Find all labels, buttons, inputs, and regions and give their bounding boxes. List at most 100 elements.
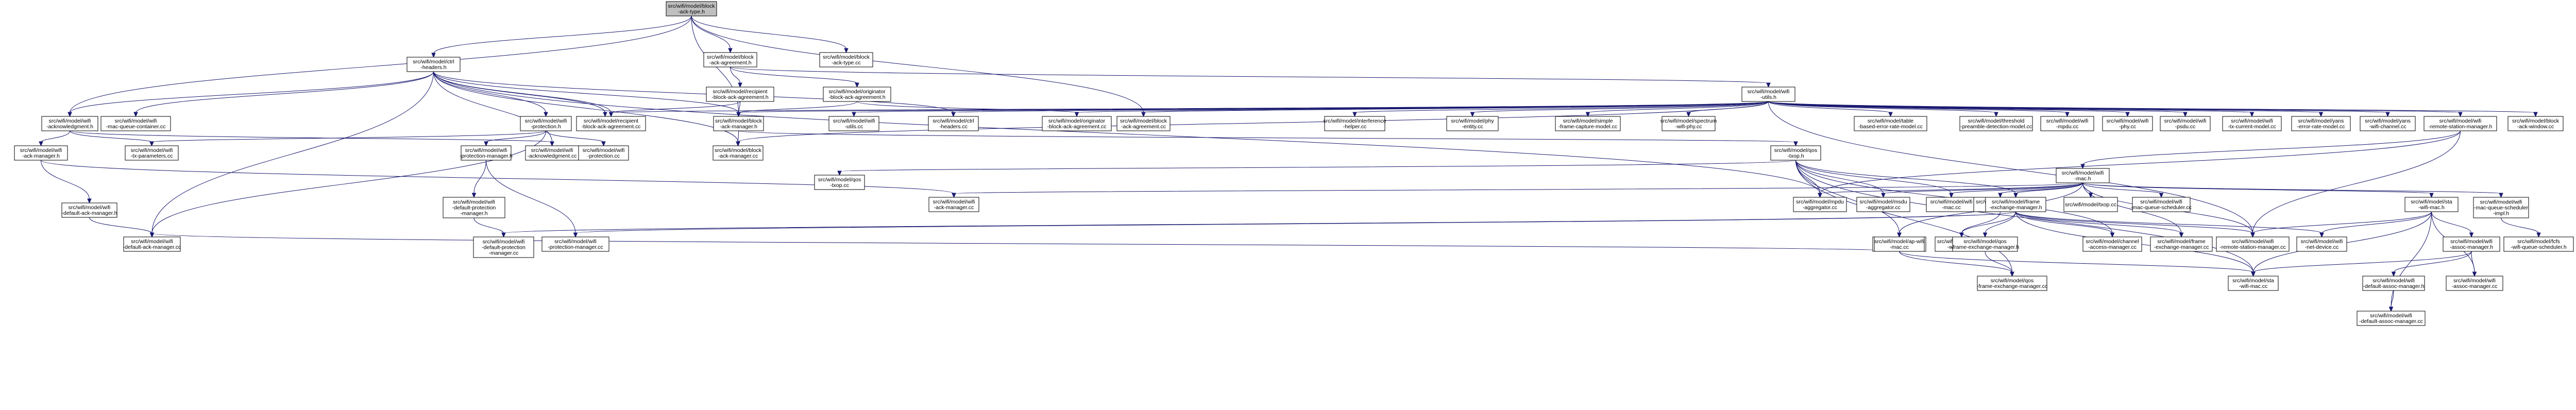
graph-node-src-wifi-model-wifi-net-device-cc[interactable]: src/wifi/model/wifi-net-device.cc (2296, 236, 2347, 252)
graph-node-src-wifi-model-simple-frame-capture-model-cc[interactable]: src/wifi/model/simple-frame-capture-mode… (1555, 116, 1621, 131)
edge-n3-to-n41 (149, 71, 434, 238)
graph-node-src-wifi-model-block-ack-manager-cc[interactable]: src/wifi/model/block-ack-manager.cc (713, 145, 764, 161)
graph-node-src-wifi-model-sta-wifi-mac-h[interactable]: src/wifi/model/sta-wifi-mac.h (2404, 197, 2459, 212)
graph-node-src-wifi-model-wifi-mac-cc[interactable]: src/wifi/model/wifi-mac.cc (1926, 197, 1977, 212)
graph-node-src-wifi-model-interference-helper-cc[interactable]: src/wifi/model/interference-helper.cc (1324, 116, 1386, 131)
edge-n0-to-n2 (691, 15, 849, 54)
graph-node-label-line: src/wifi/model/wifi (131, 147, 173, 153)
graph-node-src-wifi-model-threshold-preamble-detection-model-cc[interactable]: src/wifi/model/threshold-preamble-detect… (1959, 116, 2033, 131)
graph-node-src-wifi-model-table-based-error-rate-model-cc[interactable]: src/wifi/model/table-based-error-rate-mo… (1854, 116, 1927, 131)
graph-node-src-wifi-model-wifi-default-protection-manager-h[interactable]: src/wifi/model/wifi-default-protection-m… (443, 197, 505, 218)
graph-node-label-line: src/wifi/model/wifi (531, 147, 573, 153)
graph-node-src-wifi-model-originator-block-ack-agreement-h[interactable]: src/wifi/model/originator-block-ack-agre… (823, 87, 891, 102)
graph-node-src-wifi-model-wifi-default-protection-manager-cc[interactable]: src/wifi/model/wifi-default-protection-m… (473, 236, 534, 258)
graph-node-src-wifi-model-wifi-protection-manager-cc[interactable]: src/wifi/model/wifi-protection-manager.c… (541, 236, 609, 252)
graph-node-src-wifi-model-spectrum-wifi-phy-cc[interactable]: src/wifi/model/spectrum-wifi-phy.cc (1660, 116, 1717, 131)
graph-node-src-wifi-model-qos-frame-exchange-manager-h[interactable]: src/wifi/model/qos-frame-exchange-manage… (1951, 236, 2020, 252)
graph-node-label-line: -assoc-manager.cc (2452, 283, 2498, 289)
graph-node-src-wifi-model-channel-access-manager-cc[interactable]: src/wifi/model/channel-access-manager.cc (2082, 236, 2142, 252)
graph-node-label-line: src/wifi/model/wifi (2301, 238, 2343, 245)
graph-node-src-wifi-model-mpdu-aggregator-cc[interactable]: src/wifi/model/mpdu-aggregator.cc (1793, 197, 1847, 212)
graph-node-src-wifi-model-wifi-protection-manager-h[interactable]: src/wifi/model/wifi-protection-manager.h (460, 145, 513, 161)
graph-node-label-line: -protection-manager.h (460, 153, 513, 159)
graph-node-src-wifi-model-wifi-protection-cc[interactable]: src/wifi/model/wifi-protection.cc (578, 145, 629, 161)
graph-node-src-wifi-model-wifi-tx-current-model-cc[interactable]: src/wifi/model/wifi-tx-current-model.cc (2222, 116, 2282, 131)
graph-node-label-line: -txop.h (1787, 153, 1804, 159)
graph-node-src-wifi-model-msdu-aggregator-cc[interactable]: src/wifi/model/msdu-aggregator.cc (1856, 197, 1910, 212)
edge-n12-to-n38 (736, 130, 740, 147)
graph-node-src-wifi-model-wifi-ack-manager-h[interactable]: src/wifi/model/wifi-ack-manager.h (14, 145, 68, 161)
graph-node-src-wifi-model-block-ack-manager-h[interactable]: src/wifi/model/block-ack-manager.h (713, 116, 764, 131)
graph-node-src-wifi-model-wifi-mac-queue-scheduler-impl-h[interactable]: src/wifi/model/wifi-mac-queue-scheduler-… (2473, 197, 2529, 218)
graph-node-label-line: -ack-window.cc (2517, 124, 2554, 130)
graph-node-src-wifi-model-block-ack-type-h[interactable]: src/wifi/model/block-ack-type.h (666, 1, 717, 16)
graph-node-src-wifi-model-frame-exchange-manager-h[interactable]: src/wifi/model/frame-exchange-manager.h (1985, 197, 2046, 212)
graph-node-label-line: src/wifi/model/wifi (115, 118, 157, 124)
graph-node-label-line: -remote-station-manager.h (2429, 124, 2493, 130)
graph-node-src-wifi-model-block-ack-type-cc[interactable]: src/wifi/model/block-ack-type.cc (819, 52, 873, 67)
graph-node-label-line: -default-protection (482, 245, 526, 251)
graph-node-src-wifi-model-wifi-assoc-manager-h[interactable]: src/wifi/model/wifi-assoc-manager.h (2443, 236, 2500, 252)
graph-node-src-wifi-model-block-ack-agreement-cc[interactable]: src/wifi/model/block-ack-agreement.cc (1116, 116, 1171, 131)
graph-node-label-line: -frame-capture-model.cc (1558, 124, 1617, 130)
graph-node-src-wifi-model-wifi-remote-station-manager-cc[interactable]: src/wifi/model/wifi-remote-station-manag… (2216, 236, 2290, 252)
graph-node-src-wifi-model-qos-txop-h[interactable]: src/wifi/model/qos-txop.h (1770, 145, 1821, 161)
graph-node-src-wifi-model-wifi-psdu-cc[interactable]: src/wifi/model/wifi-psdu.cc (2160, 116, 2211, 131)
graph-node-src-wifi-model-wifi-assoc-manager-cc[interactable]: src/wifi/model/wifi-assoc-manager.cc (2446, 276, 2503, 291)
graph-node-src-wifi-model-phy-entity-cc[interactable]: src/wifi/model/phy-entity.cc (1446, 116, 1499, 131)
graph-node-src-wifi-model-wifi-mpdu-cc[interactable]: src/wifi/model/wifi-mpdu.cc (2040, 116, 2094, 131)
graph-node-src-wifi-model-wifi-acknowledgment-cc[interactable]: src/wifi/model/wifi-acknowledgment.cc (525, 145, 579, 161)
graph-node-src-wifi-model-wifi-ack-manager-cc[interactable]: src/wifi/model/wifi-ack-manager.cc (928, 197, 979, 212)
graph-node-label-line: src/wifi/model/originator (828, 89, 886, 95)
graph-node-src-wifi-model-wifi-default-ack-manager-h[interactable]: src/wifi/model/wifi-default-ack-manager.… (61, 202, 117, 218)
graph-node-src-wifi-model-qos-frame-exchange-manager-cc[interactable]: src/wifi/model/qos-frame-exchange-manage… (1977, 276, 2047, 291)
edge-n6-to-n17 (1352, 101, 1769, 117)
graph-node-src-wifi-model-fcfs-wifi-queue-scheduler-h[interactable]: src/wifi/model/fcfs-wifi-queue-scheduler… (2503, 236, 2574, 252)
graph-node-label-line: src/wifi/model/wifi (583, 147, 625, 153)
graph-node-src-wifi-model-ctrl-headers-cc[interactable]: src/wifi/model/ctrl-headers.cc (928, 116, 979, 131)
edge-n54-to-n62 (2319, 211, 2432, 238)
graph-node-src-wifi-model-qos-txop-cc[interactable]: src/wifi/model/qos-txop.cc (814, 175, 865, 190)
edge-n37-to-n44 (837, 160, 1796, 176)
graph-node-label-line: src/wifi/model/yans (2365, 118, 2411, 124)
graph-node-label-line: -ack-manager.h (720, 124, 757, 130)
graph-node-src-wifi-model-recipient-block-ack-agreement-h[interactable]: src/wifi/model/recipient-block-ack-agree… (706, 87, 774, 102)
graph-node-src-wifi-model-frame-exchange-manager-cc[interactable]: src/wifi/model/frame-exchange-manager.cc (2150, 236, 2213, 252)
edge-n63-to-n66 (2251, 251, 2472, 277)
graph-node-src-wifi-model-ap-wifi-mac-cc[interactable]: src/wifi/model/ap-wifi-mac.cc (1874, 236, 1925, 252)
graph-node-src-wifi-model-yans-wifi-channel-cc[interactable]: src/wifi/model/yans-wifi-channel.cc (2360, 116, 2416, 131)
graph-node-src-wifi-model-yans-error-rate-model-cc[interactable]: src/wifi/model/yans-error-rate-model.cc (2291, 116, 2351, 131)
graph-node-src-wifi-model-wifi-default-assoc-manager-cc[interactable]: src/wifi/model/wifi-default-assoc-manage… (2357, 311, 2426, 326)
graph-node-src-wifi-model-recipient-block-ack-agreement-cc[interactable]: src/wifi/model/recipient-block-ack-agree… (576, 116, 646, 131)
graph-node-src-wifi-model-wifi-acknowledgment-h[interactable]: src/wifi/model/wifi-acknowledgment.h (41, 116, 98, 131)
graph-node-label-line: src/wifi/model/wifi (2062, 170, 2104, 176)
graph-node-label-line: -mac.cc (1942, 204, 1961, 211)
graph-node-label-line: -mac-queue-container.cc (106, 124, 166, 130)
edge-n39-to-n55 (2082, 182, 2503, 198)
graph-node-src-wifi-model-wifi-default-ack-manager-cc[interactable]: src/wifi/model/wifi-default-ack-manager.… (123, 236, 181, 252)
graph-node-src-wifi-model-txop-cc[interactable]: src/wifi/model/txop.cc (2063, 197, 2118, 212)
graph-node-src-wifi-model-wifi-mac-h[interactable]: src/wifi/model/wifi-mac.h (2056, 168, 2110, 183)
graph-node-src-wifi-model-wifi-utils-h[interactable]: src/wifi/model/wifi-utils.h (1741, 87, 1795, 102)
graph-node-src-wifi-model-wifi-remote-station-manager-h[interactable]: src/wifi/model/wifi-remote-station-manag… (2424, 116, 2497, 131)
graph-node-src-wifi-model-wifi-phy-cc[interactable]: src/wifi/model/wifi-phy.cc (2102, 116, 2153, 131)
edge-n51-to-n61 (2015, 211, 2255, 238)
graph-node-src-wifi-model-wifi-mac-queue-scheduler-cc[interactable]: src/wifi/model/wifi-mac-queue-scheduler.… (2131, 197, 2192, 212)
graph-node-src-wifi-model-wifi-default-assoc-manager-h[interactable]: src/wifi/model/wifi-default-assoc-manage… (2362, 276, 2425, 291)
graph-node-label-line: src/wifi/model/yans (2298, 118, 2344, 124)
graph-node-label-line: -phy.cc (2119, 124, 2136, 130)
graph-node-src-wifi-model-wifi-mac-queue-container-cc[interactable]: src/wifi/model/wifi-mac-queue-container.… (100, 116, 171, 131)
graph-node-src-wifi-model-sta-wifi-mac-cc[interactable]: src/wifi/model/sta-wifi-mac.cc (2228, 276, 2279, 291)
edge-n31-to-n40 (41, 160, 92, 204)
graph-node-src-wifi-model-wifi-protection-h[interactable]: src/wifi/model/wifi-protection.h (520, 116, 572, 131)
graph-node-src-wifi-model-block-ack-agreement-h[interactable]: src/wifi/model/block-ack-agreement.h (703, 52, 757, 67)
graph-node-src-wifi-model-wifi-utils-cc[interactable]: src/wifi/model/wifi-utils.cc (828, 116, 879, 131)
graph-node-src-wifi-model-wifi-tx-parameters-cc[interactable]: src/wifi/model/wifi-tx-parameters.cc (125, 145, 179, 161)
graph-node-src-wifi-model-block-ack-window-cc[interactable]: src/wifi/model/block-ack-window.cc (2507, 116, 2564, 131)
graph-node-src-wifi-model-originator-block-ack-agreement-cc[interactable]: src/wifi/model/originator-block-ack-agre… (1042, 116, 1112, 131)
graph-node-label-line: -ack-agreement.h (709, 60, 751, 66)
graph-node-src-wifi-model-ctrl-headers-h[interactable]: src/wifi/model/ctrl-headers.h (406, 57, 461, 72)
graph-node-label-line: src/wifi/model/wifi (2107, 118, 2149, 124)
graph-node-label-line: -headers.h (420, 64, 446, 71)
